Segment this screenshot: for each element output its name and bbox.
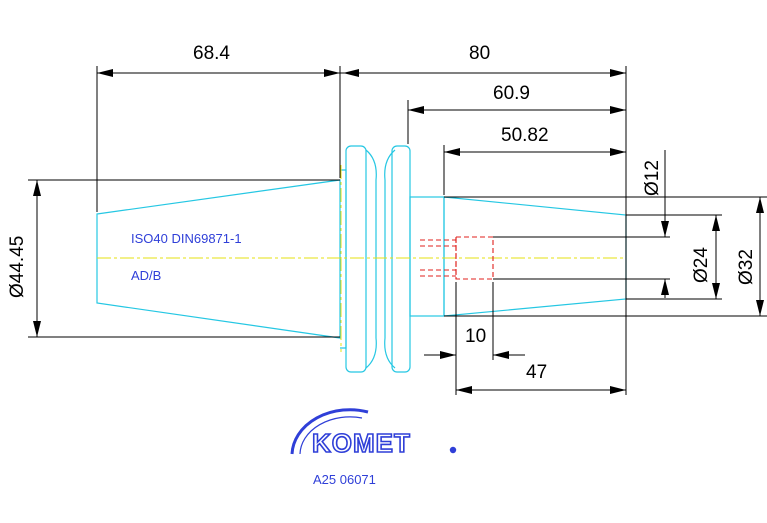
collar	[409, 196, 445, 317]
dim-dia-44-45: Ø44.45	[7, 236, 28, 298]
article-number: A25 06071	[313, 472, 376, 487]
dim-50-82: 50.82	[501, 125, 549, 146]
dim-dia-12: Ø12	[642, 160, 663, 196]
dim-10: 10	[465, 326, 486, 347]
komet-logo: KOMET	[290, 408, 457, 459]
dimension-lines	[28, 66, 767, 395]
logo-brand-text: KOMET	[312, 428, 411, 458]
logo-dot	[449, 446, 457, 454]
flange-groove-left	[365, 149, 377, 369]
dim-dia-24: Ø24	[691, 247, 712, 283]
dim-dia-32: Ø32	[736, 249, 757, 285]
flange-ring-right	[391, 145, 411, 373]
hidden-bore	[420, 236, 494, 280]
flange-ring-left	[345, 145, 367, 373]
taper-cone	[96, 179, 341, 339]
dim-60-9: 60.9	[493, 83, 530, 104]
logo-arc	[290, 408, 369, 455]
shank-taper	[443, 196, 627, 317]
flange-groove-right	[384, 149, 396, 369]
standard-label: ISO40 DIN69871-1	[131, 231, 242, 246]
dim-68-4: 68.4	[193, 43, 230, 64]
dim-80: 80	[469, 43, 490, 64]
variant-label: AD/B	[131, 268, 161, 283]
dim-47: 47	[526, 362, 547, 383]
